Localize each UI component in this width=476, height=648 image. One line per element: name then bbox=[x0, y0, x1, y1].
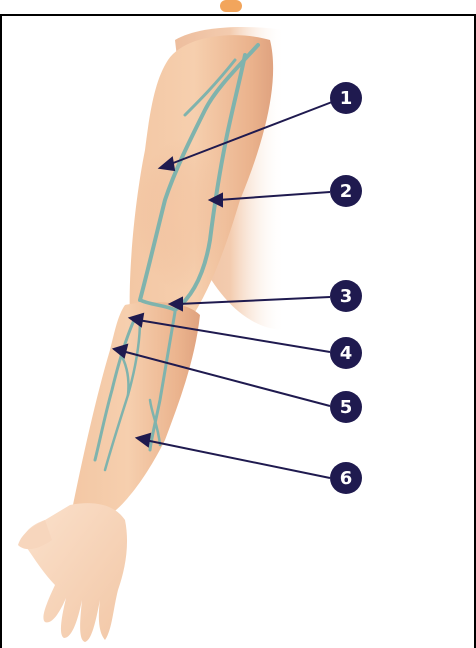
arm-illustration bbox=[18, 27, 285, 642]
callout-1-number: 1 bbox=[340, 88, 353, 109]
callout-6: 6 bbox=[330, 462, 362, 494]
callout-3: 3 bbox=[330, 280, 362, 312]
top-accent-mark bbox=[220, 0, 242, 12]
callout-1: 1 bbox=[330, 82, 362, 114]
callout-6-number: 6 bbox=[340, 468, 353, 489]
callout-5: 5 bbox=[330, 391, 362, 423]
arrow-6 bbox=[145, 440, 330, 478]
callout-badges: 1 2 3 4 5 6 bbox=[330, 82, 362, 494]
callout-2: 2 bbox=[330, 175, 362, 207]
callout-3-number: 3 bbox=[340, 286, 353, 307]
callout-4: 4 bbox=[330, 337, 362, 369]
callout-5-number: 5 bbox=[340, 397, 353, 418]
forearm-shape bbox=[70, 302, 200, 520]
callout-4-number: 4 bbox=[340, 343, 353, 364]
callout-2-number: 2 bbox=[340, 181, 353, 202]
